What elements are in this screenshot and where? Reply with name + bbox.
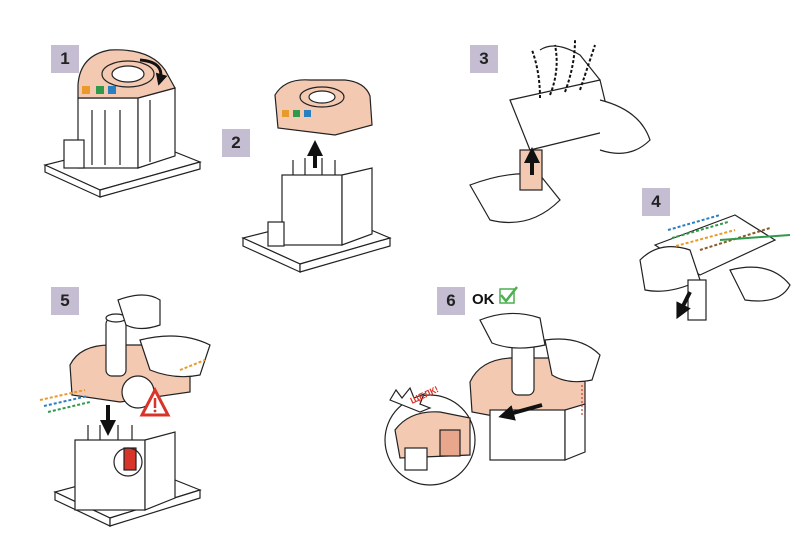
step-5-badge: 5 bbox=[51, 287, 79, 315]
step-1-illustration bbox=[43, 49, 202, 198]
step-3-illustration bbox=[469, 39, 651, 224]
step-2-number: 2 bbox=[231, 133, 241, 152]
step-2-badge: 2 bbox=[222, 129, 250, 157]
hand-icon bbox=[479, 312, 546, 349]
step-4-badge: 4 bbox=[642, 188, 670, 216]
click-burst-icon bbox=[389, 386, 432, 413]
arrow-down-icon bbox=[676, 291, 692, 320]
step-1-number: 1 bbox=[60, 49, 70, 68]
step-3-number: 3 bbox=[479, 49, 489, 68]
step-4-illustration bbox=[639, 214, 791, 321]
step-1-badge: 1 bbox=[51, 45, 79, 73]
step-4-number: 4 bbox=[651, 192, 661, 211]
arrow-right-icon bbox=[498, 403, 543, 421]
hand-icon bbox=[117, 294, 161, 330]
step-6-illustration: ЩЕЛК! bbox=[384, 286, 601, 486]
step-2-illustration bbox=[241, 79, 392, 273]
step-5-illustration bbox=[39, 294, 211, 527]
step-3-badge: 3 bbox=[470, 45, 498, 73]
step-6-badge: 6 bbox=[437, 287, 465, 315]
ok-label: OK bbox=[472, 291, 495, 308]
hand-icon bbox=[469, 173, 561, 224]
step-5-number: 5 bbox=[60, 291, 70, 310]
step-6-number: 6 bbox=[446, 291, 456, 310]
